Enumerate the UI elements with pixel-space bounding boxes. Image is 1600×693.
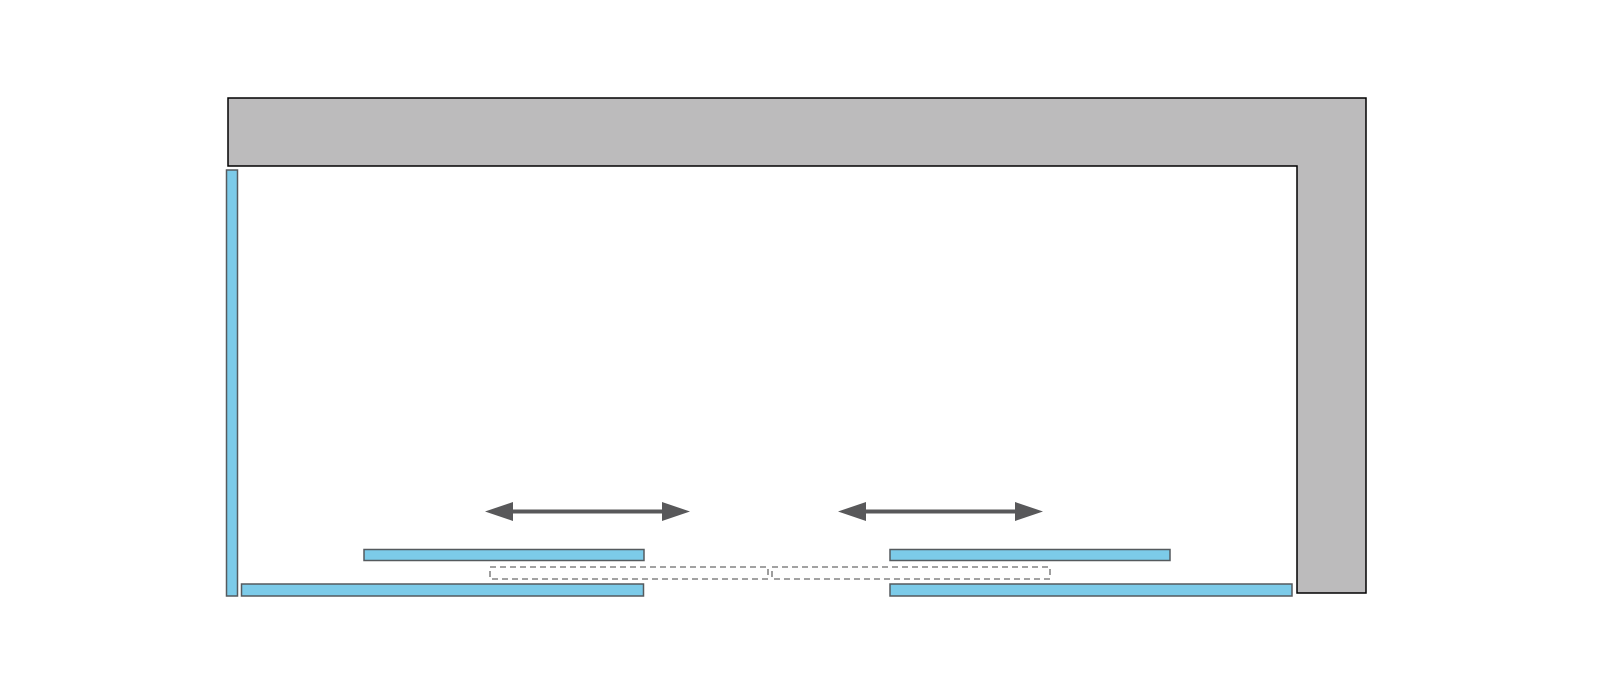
fixed-panel-right: [889, 583, 1293, 597]
wall: [227, 97, 1367, 594]
door-open-position-left: [489, 566, 769, 580]
fixed-panel-left: [240, 583, 645, 597]
sliding-door-right: [889, 548, 1171, 562]
slide-arrow-left-icon: [485, 502, 690, 521]
door-open-position-right: [771, 566, 1051, 580]
fixed-side-panel: [225, 169, 239, 597]
sliding-door-left: [363, 548, 645, 562]
slide-arrow-right-icon: [838, 502, 1043, 521]
